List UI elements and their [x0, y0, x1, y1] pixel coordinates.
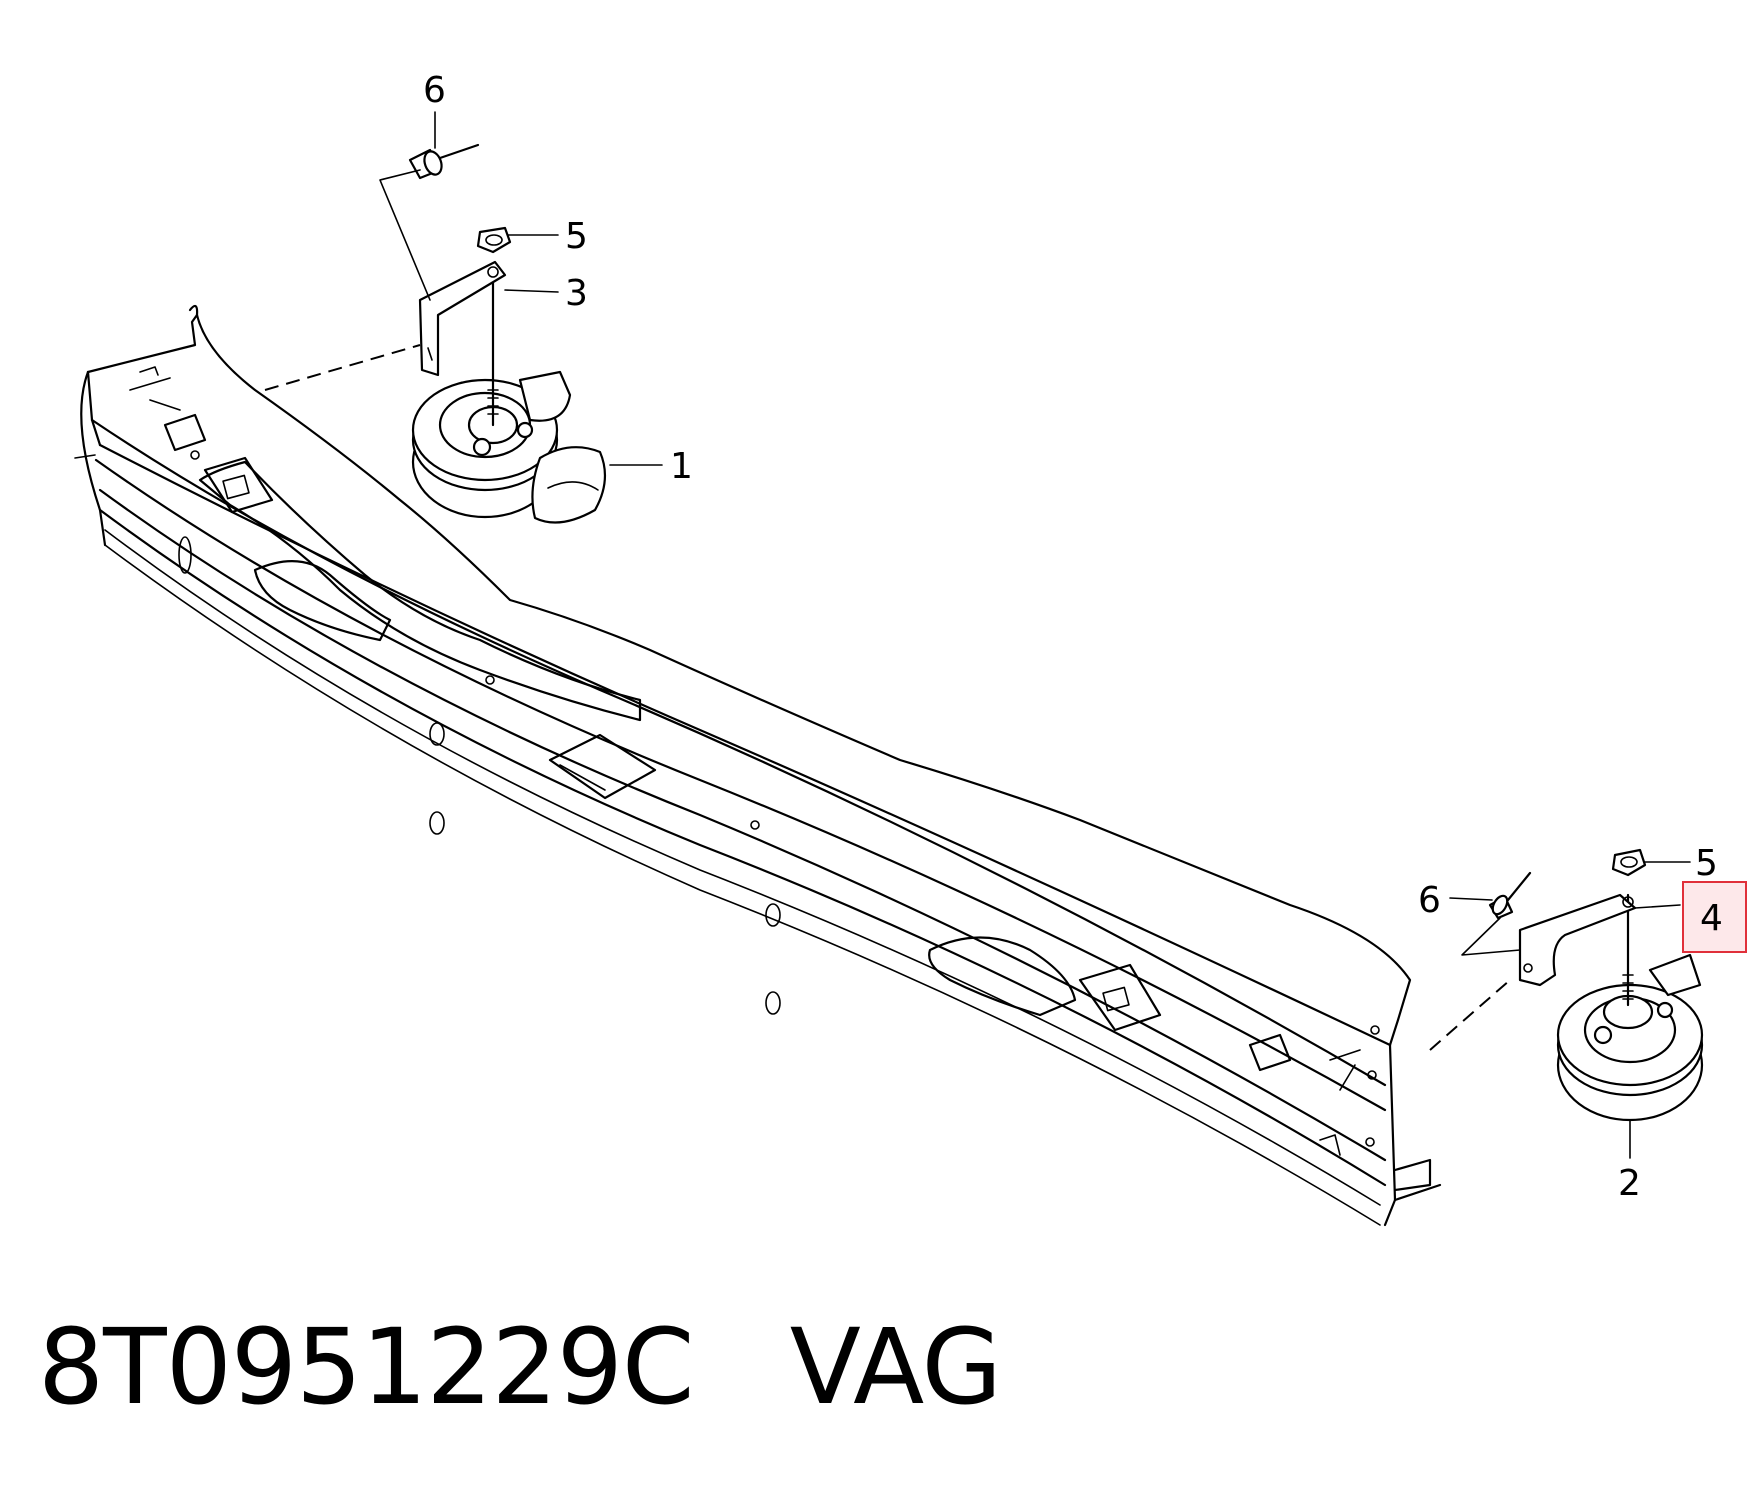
callout-2: 2 — [1618, 1163, 1641, 1204]
leader-6-top-bracket — [379, 169, 431, 301]
brand-name: VAG — [789, 1306, 1002, 1428]
leader-6-bottom-bracket — [1461, 917, 1521, 956]
nut-5-bottom — [1611, 848, 1647, 877]
part-caption: 8T0951229C VAG — [38, 1315, 1002, 1419]
callout-4: 4 — [1700, 898, 1723, 939]
horn-1 — [411, 273, 607, 524]
callout-6-top: 6 — [423, 70, 446, 111]
rivet-6-top — [408, 143, 480, 180]
callout-6-bottom: 6 — [1418, 880, 1441, 921]
nut-5-top — [476, 226, 512, 254]
bumper-beam — [74, 304, 1442, 1227]
callout-5-top: 5 — [565, 216, 588, 257]
callout-3: 3 — [565, 273, 588, 314]
horn-2 — [1556, 893, 1704, 1122]
part-number: 8T0951229C — [38, 1306, 694, 1428]
highlight-box-4 — [1682, 881, 1747, 953]
leader-4 — [1634, 904, 1681, 909]
leader-3 — [504, 289, 559, 293]
rivet-6-bottom — [1488, 871, 1532, 920]
callout-1: 1 — [670, 446, 693, 487]
leader-6-bottom — [1449, 897, 1493, 901]
mounting-line-left — [264, 344, 421, 391]
bracket-3 — [418, 260, 507, 377]
mounting-line-right — [1429, 979, 1511, 1051]
callout-5-bottom: 5 — [1695, 843, 1718, 884]
bracket-4 — [1518, 893, 1637, 987]
